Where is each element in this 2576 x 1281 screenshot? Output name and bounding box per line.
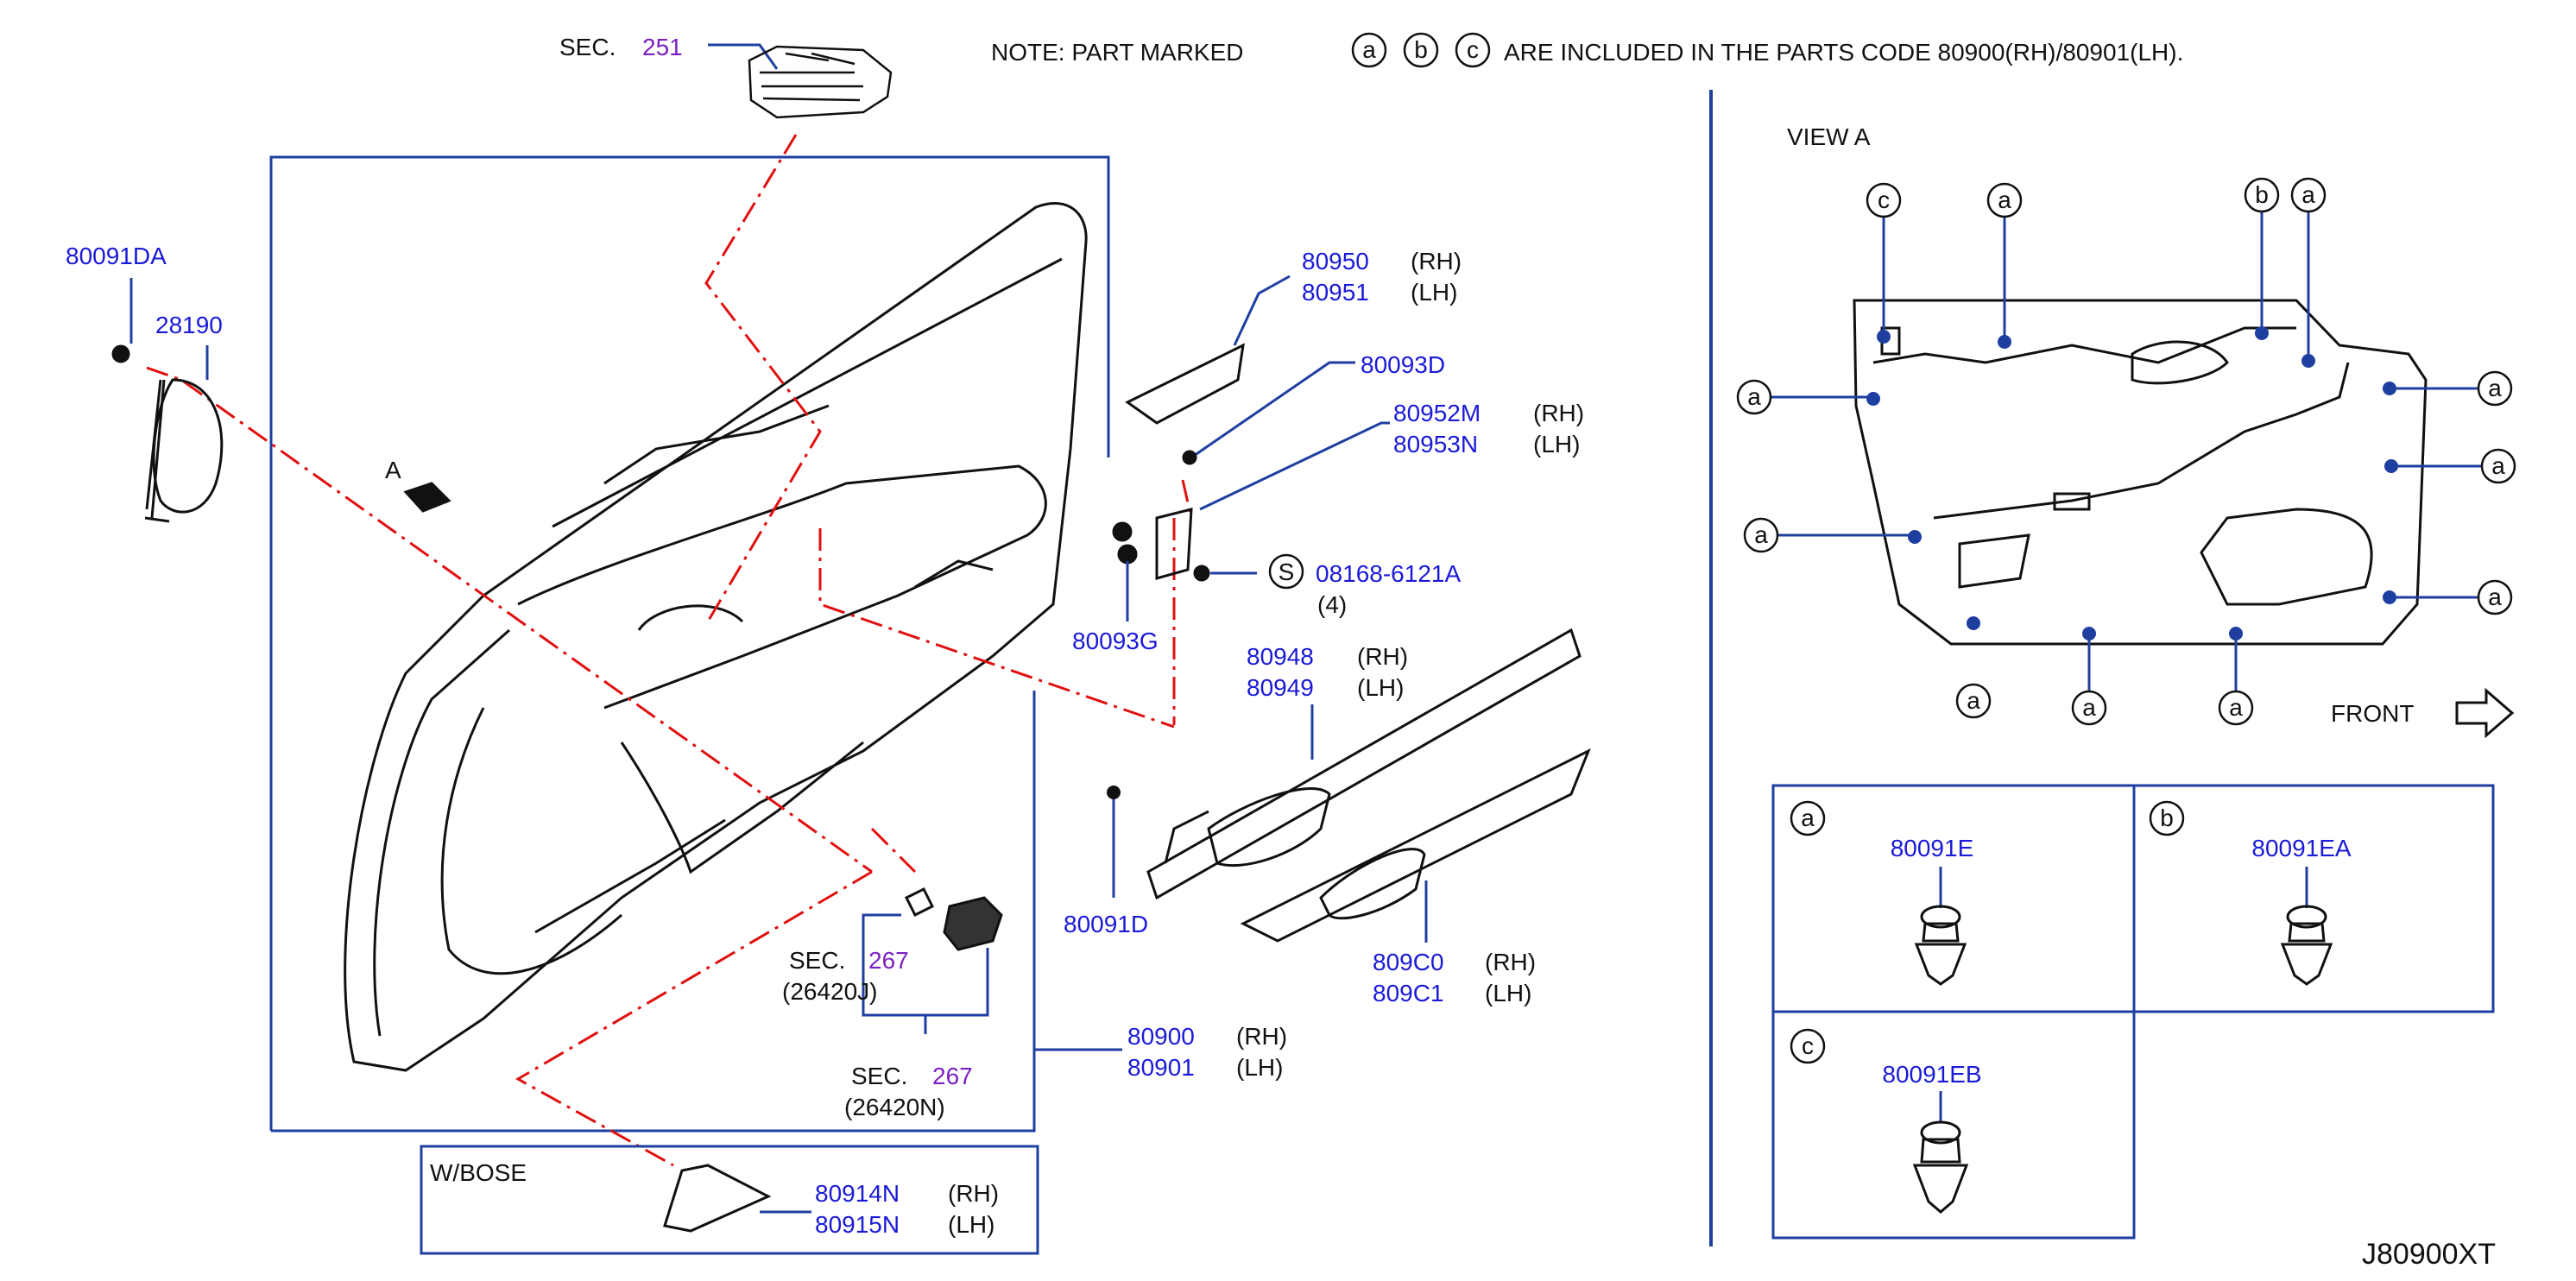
note-suffix: ARE INCLUDED IN THE PARTS CODE 80900(RH)… xyxy=(1504,39,2183,66)
legend-b: b 80091EA xyxy=(2149,800,2352,986)
sec-267a-number: 267 xyxy=(868,947,909,974)
part-80093D-label[interactable]: 80093D xyxy=(1361,351,1445,378)
view-a-marker-text: c a b a a a a a a a a a xyxy=(1747,181,2505,721)
svg-text:b: b xyxy=(2160,805,2174,831)
note-marker-b: b xyxy=(1403,32,1439,68)
sec-267a-label: SEC. xyxy=(789,947,845,974)
svg-text:c: c xyxy=(1802,1032,1814,1059)
sec-267b-label: SEC. xyxy=(851,1063,907,1089)
sec-251-label: SEC. xyxy=(559,34,616,60)
part-80951-label[interactable]: 80951 xyxy=(1302,279,1369,306)
sec-267b-number: 267 xyxy=(932,1063,973,1089)
part-28190-label[interactable]: 28190 xyxy=(155,312,223,338)
part-80952M-label[interactable]: 80952M xyxy=(1393,400,1481,426)
part-80951-side: (LH) xyxy=(1411,279,1457,306)
legend-c: c 80091EB xyxy=(1790,1028,1982,1214)
legend-c-code[interactable]: 80091EB xyxy=(1882,1061,1981,1088)
view-a-title: VIEW A xyxy=(1787,123,1871,150)
view-a-arrow-icon xyxy=(403,482,451,513)
part-80950-label[interactable]: 80950 xyxy=(1302,248,1369,274)
tweeter-cover-drawing xyxy=(663,1164,772,1233)
wbose-label: W/BOSE xyxy=(430,1159,527,1186)
svg-text:b: b xyxy=(1414,36,1428,63)
s-marker: S xyxy=(1268,553,1304,590)
svg-text:a: a xyxy=(2229,694,2243,721)
sec-267b-code: (26420N) xyxy=(844,1094,945,1120)
clip-80091E-drawing xyxy=(1914,905,1967,986)
power-window-switch-drawing xyxy=(748,45,893,119)
armrest-cover-drawing xyxy=(1125,343,1245,425)
part-80900-side: (RH) xyxy=(1236,1023,1287,1050)
part-80952M-side: (RH) xyxy=(1533,400,1584,426)
view-a-arrow-label: A xyxy=(385,457,401,483)
door-trim-drawing xyxy=(344,202,1088,1072)
legend-a: a 80091E xyxy=(1790,800,1974,986)
part-80091D-label[interactable]: 80091D xyxy=(1064,911,1148,937)
svg-text:S: S xyxy=(1279,558,1295,585)
front-label: FRONT xyxy=(2331,700,2414,727)
wbose-box xyxy=(420,1145,1039,1255)
legend-b-code[interactable]: 80091EA xyxy=(2251,835,2352,861)
part-80950-side: (RH) xyxy=(1411,248,1462,274)
view-a-callouts xyxy=(1771,212,2481,691)
drawing-id: J80900XT xyxy=(2362,1238,2496,1271)
svg-text:a: a xyxy=(1967,687,1980,714)
svg-text:a: a xyxy=(1362,36,1376,63)
speaker-cover-drawing xyxy=(111,344,224,523)
part-80914N-side: (RH) xyxy=(948,1180,999,1207)
part-809C1-side: (LH) xyxy=(1485,980,1531,1006)
legend-grid xyxy=(1771,784,2495,1240)
part-80900-label[interactable]: 80900 xyxy=(1127,1023,1195,1050)
view-a-clip-dots xyxy=(1866,326,2398,640)
svg-text:a: a xyxy=(2301,181,2315,208)
part-80901-side: (LH) xyxy=(1236,1054,1283,1081)
part-809C0-label[interactable]: 809C0 xyxy=(1373,949,1444,975)
clip-80091EB-drawing xyxy=(1912,1120,1969,1214)
svg-text:b: b xyxy=(2255,181,2269,208)
part-80915N-side: (LH) xyxy=(948,1211,994,1238)
sec-267a-code: (26420J) xyxy=(782,978,878,1005)
part-80949-label[interactable]: 80949 xyxy=(1247,674,1314,701)
part-80093G-label[interactable]: 80093G xyxy=(1072,628,1159,654)
part-80953N-label[interactable]: 80953N xyxy=(1393,431,1478,458)
view-a-door-outline xyxy=(1853,299,2428,646)
main-frame xyxy=(269,155,1110,1133)
svg-text:a: a xyxy=(2491,452,2505,479)
bracket-drawing xyxy=(1112,450,1210,582)
note-prefix: NOTE: PART MARKED xyxy=(991,39,1244,66)
svg-text:a: a xyxy=(1754,521,1768,548)
svg-text:a: a xyxy=(2488,375,2502,401)
part-80915N-label[interactable]: 80915N xyxy=(815,1211,900,1238)
svg-text:a: a xyxy=(1747,383,1761,410)
svg-text:c: c xyxy=(1467,36,1479,63)
svg-text:a: a xyxy=(2082,694,2096,721)
part-80953N-side: (LH) xyxy=(1533,431,1580,458)
clip-80091EA-drawing xyxy=(2280,905,2333,986)
part-80948-label[interactable]: 80948 xyxy=(1247,643,1314,670)
svg-text:a: a xyxy=(2488,584,2502,610)
inside-handle-drawing xyxy=(1146,628,1591,943)
note-marker-a: a xyxy=(1351,32,1387,68)
svg-text:a: a xyxy=(1801,805,1815,831)
part-80948-side: (RH) xyxy=(1357,643,1408,670)
part-08168-6121A-label[interactable]: 08168-6121A xyxy=(1316,560,1461,587)
part-809C0-side: (RH) xyxy=(1485,949,1536,975)
svg-text:a: a xyxy=(1998,186,2011,213)
view-a-marker-labels xyxy=(1736,177,2516,726)
part-809C1-label[interactable]: 809C1 xyxy=(1373,980,1444,1006)
legend-a-code[interactable]: 80091E xyxy=(1891,835,1974,861)
door-switch-drawing xyxy=(904,887,1003,951)
red-leader-lines xyxy=(146,134,1193,1167)
part-80914N-label[interactable]: 80914N xyxy=(815,1180,900,1207)
svg-text:c: c xyxy=(1878,186,1890,213)
part-08168-quantity: (4) xyxy=(1317,591,1347,618)
screw-80091D xyxy=(1107,786,1121,799)
part-80949-side: (LH) xyxy=(1357,674,1404,701)
note-marker-c: c xyxy=(1455,32,1491,68)
part-80901-label[interactable]: 80901 xyxy=(1127,1054,1195,1081)
front-arrow-icon xyxy=(2455,687,2515,739)
part-80091DA-label[interactable]: 80091DA xyxy=(66,243,167,269)
sec-251-number: 251 xyxy=(642,34,683,60)
